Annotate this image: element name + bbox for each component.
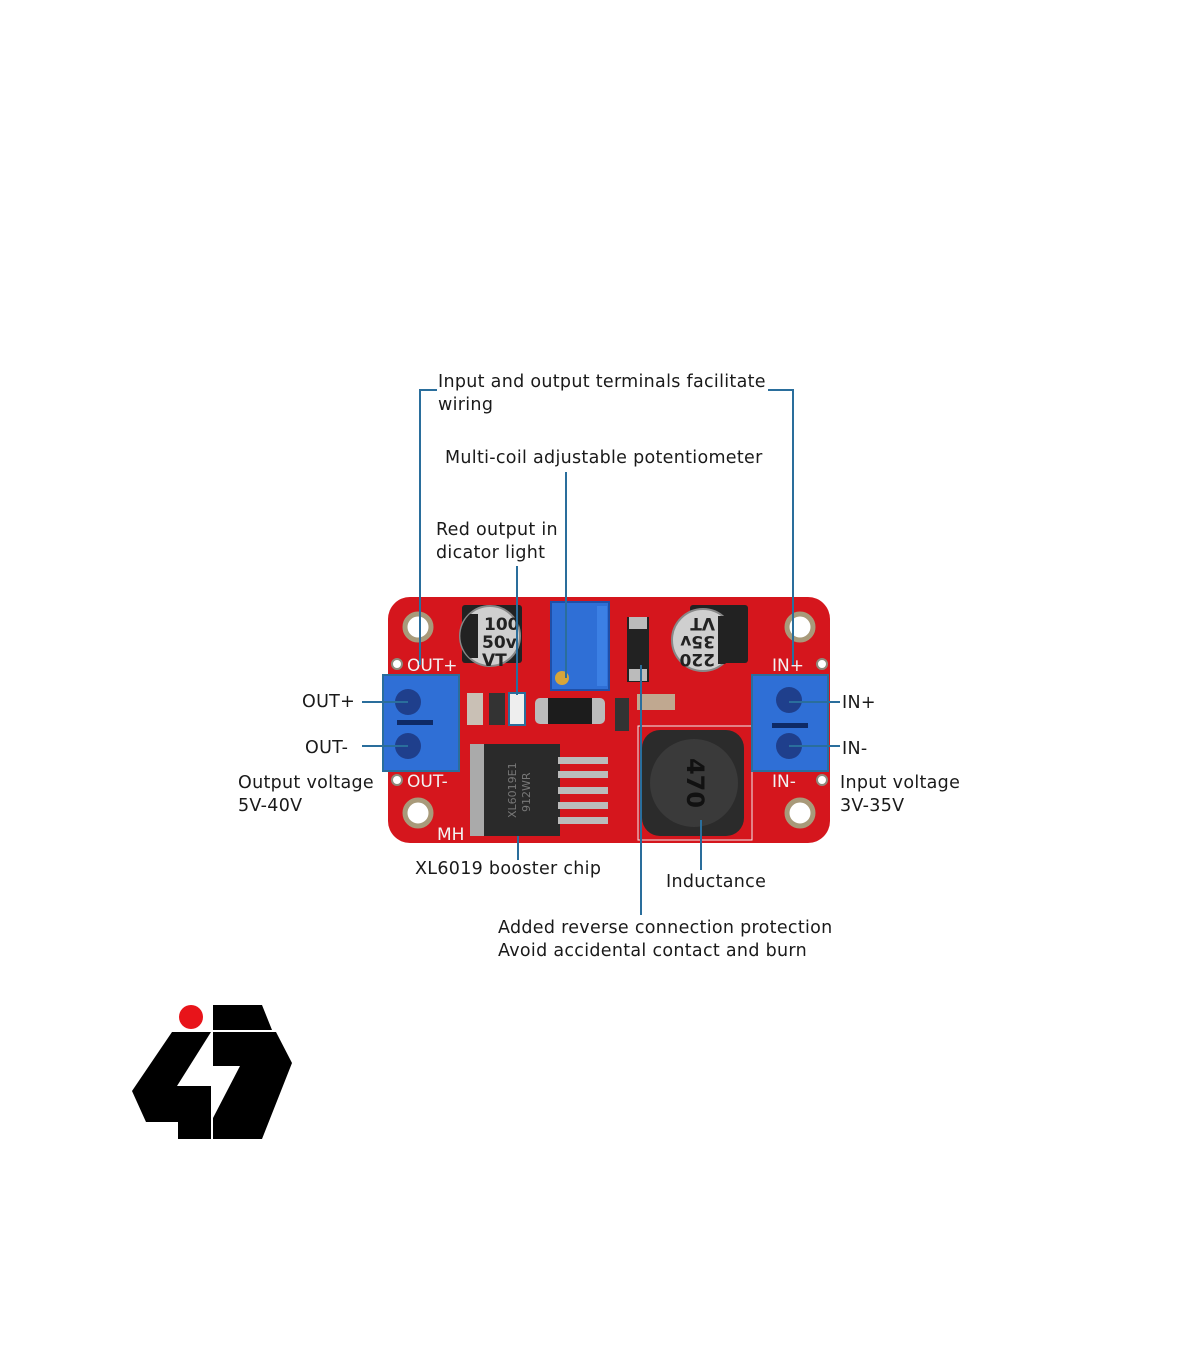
svg-text:35v: 35v — [680, 631, 715, 651]
red-light-label: Red output in dicator light — [436, 520, 558, 563]
input-voltage-label: Input voltage 3V-35V — [840, 773, 961, 816]
capacitor-100uf: 100 50v VT — [459, 605, 522, 671]
svg-text:50v: 50v — [482, 633, 517, 653]
svg-text:470: 470 — [681, 758, 709, 808]
svg-text:912WR: 912WR — [520, 772, 533, 812]
brand-logo — [132, 1005, 292, 1139]
potentiometer-label: Multi-coil adjustable potentiometer — [445, 448, 763, 468]
in-minus-label: IN- — [842, 739, 868, 759]
potentiometer — [550, 601, 610, 691]
silk-mh: MH — [437, 825, 464, 845]
silk-out-minus: OUT- — [407, 772, 448, 792]
leader-lines — [362, 389, 840, 915]
inductor: 470 — [637, 725, 753, 841]
pcb-board: OUT+ OUT- IN+ IN- MH 100 50v VT 220 35v … — [382, 597, 830, 845]
chip-label: XL6019 booster chip — [415, 859, 602, 879]
svg-text:VT: VT — [482, 651, 507, 671]
inductance-label: Inductance — [666, 872, 767, 892]
out-minus-label: OUT- — [305, 738, 349, 758]
silk-out-plus: OUT+ — [407, 656, 457, 676]
silk-in-minus: IN- — [772, 772, 796, 792]
out-plus-label: OUT+ — [302, 692, 356, 712]
svg-text:220: 220 — [679, 649, 715, 669]
svg-text:100: 100 — [484, 615, 520, 635]
red-led — [508, 692, 526, 726]
output-voltage-label: Output voltage 5V-40V — [238, 773, 374, 816]
protection-diode — [627, 617, 649, 682]
output-terminal-block — [382, 674, 460, 772]
protection-label: Added reverse connection protection Avoi… — [498, 918, 833, 961]
terminals-label: Input and output terminals facilitate wi… — [438, 372, 766, 415]
silk-in-plus: IN+ — [772, 656, 804, 676]
capacitor-220uf: 220 35v VT — [671, 605, 748, 672]
xl6019-chip: XL6019E1 912WR — [470, 744, 608, 836]
input-terminal-block — [751, 674, 829, 772]
svg-text:XL6019E1: XL6019E1 — [506, 762, 519, 818]
svg-text:VT: VT — [690, 613, 715, 633]
in-plus-label: IN+ — [842, 693, 876, 713]
